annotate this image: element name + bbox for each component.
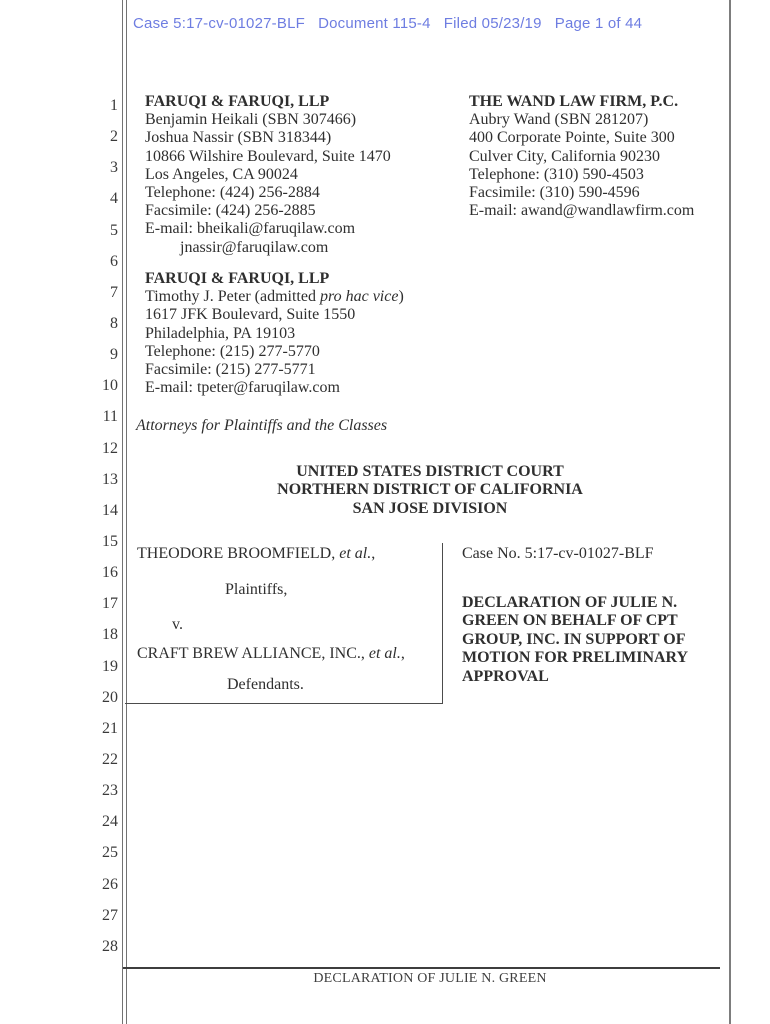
counsel-line: Facsimile: (215) 277-5771 <box>145 361 316 379</box>
court-heading: UNITED STATES DISTRICT COURT NORTHERN DI… <box>130 463 730 518</box>
counsel-line: Telephone: (310) 590-4503 <box>469 165 644 183</box>
line-number: 5 <box>110 221 118 239</box>
line-number: 9 <box>110 346 118 364</box>
line-number: 21 <box>102 719 118 737</box>
line-number: 7 <box>110 283 118 301</box>
line-number: 27 <box>102 906 118 924</box>
line-number: 4 <box>110 190 118 208</box>
firm-name: FARUQI & FARUQI, LLP <box>145 270 330 287</box>
pleading-double-rule <box>122 0 127 1024</box>
case-number: Case No. 5:17-cv-01027-BLF <box>462 545 654 562</box>
line-number: 3 <box>110 159 118 177</box>
line-number: 11 <box>102 408 118 426</box>
counsel-line: 1617 JFK Boulevard, Suite 1550 <box>145 306 356 324</box>
counsel-line: 400 Corporate Pointe, Suite 300 <box>469 129 675 147</box>
firm-name: THE WAND LAW FIRM, P.C. <box>469 93 679 110</box>
caption-divider-vertical <box>442 543 444 704</box>
defendants-label: Defendants. <box>227 676 304 693</box>
ecf-case-stamp: Case 5:17-cv-01027-BLF Document 115-4 Fi… <box>133 15 643 32</box>
counsel-line: 10866 Wilshire Boulevard, Suite 1470 <box>145 147 391 165</box>
line-number: 24 <box>102 813 118 831</box>
line-number: 2 <box>110 128 118 146</box>
plaintiffs-label: Plaintiffs, <box>225 581 288 598</box>
footer-title: DECLARATION OF JULIE N. GREEN <box>313 971 547 986</box>
counsel-line: Joshua Nassir (SBN 318344) <box>145 129 332 147</box>
line-number: 16 <box>102 564 118 582</box>
caption-defendant: CRAFT BREW ALLIANCE, INC., et al., <box>137 645 405 662</box>
et-al: et al. <box>339 545 372 562</box>
counsel-line: E-mail: tpeter@faruqilaw.com <box>145 379 340 397</box>
attorneys-for-line: Attorneys for Plaintiffs and the Classes <box>136 417 388 434</box>
counsel-block-wand: THE WAND LAW FIRM, P.C. Aubry Wand (SBN … <box>469 93 694 220</box>
court-district: NORTHERN DISTRICT OF CALIFORNIA <box>277 481 583 499</box>
caption-plaintiff: THEODORE BROOMFIELD, et al., <box>137 545 376 562</box>
document-title: DECLARATION OF JULIE N. GREEN ON BEHALF … <box>462 594 689 685</box>
line-number: 20 <box>102 688 118 706</box>
counsel-line: Facsimile: (310) 590-4596 <box>469 184 640 202</box>
counsel-line: Culver City, California 90230 <box>469 147 660 165</box>
line-number: 14 <box>102 501 118 519</box>
line-number: 22 <box>102 750 118 768</box>
counsel-line: Los Angeles, CA 90024 <box>145 165 298 183</box>
line-number: 26 <box>102 875 118 893</box>
line-number: 1 <box>110 97 118 114</box>
line-number: 8 <box>110 314 118 332</box>
counsel-line: Facsimile: (424) 256-2885 <box>145 202 316 220</box>
line-number: 10 <box>102 377 118 395</box>
counsel-line: Benjamin Heikali (SBN 307466) <box>145 111 357 129</box>
counsel-line: Telephone: (215) 277-5770 <box>145 342 320 360</box>
counsel-line: Philadelphia, PA 19103 <box>145 324 296 342</box>
court-name: UNITED STATES DISTRICT COURT <box>296 463 564 480</box>
counsel-line: jnassir@faruqilaw.com <box>180 238 329 256</box>
line-number: 25 <box>102 844 118 862</box>
counsel-line: Telephone: (424) 256-2884 <box>145 184 320 202</box>
versus-label: v. <box>172 616 183 633</box>
counsel-line: E-mail: bheikali@faruqilaw.com <box>145 220 356 238</box>
line-number: 19 <box>102 657 118 675</box>
firm-name: FARUQI & FARUQI, LLP <box>145 93 330 110</box>
caption-divider-horizontal <box>125 702 443 704</box>
line-number: 28 <box>102 937 118 955</box>
line-number: 6 <box>110 252 118 270</box>
line-number: 13 <box>102 470 118 488</box>
line-number: 23 <box>102 782 118 800</box>
counsel-block-faruqi-pa: FARUQI & FARUQI, LLP Timothy J. Peter (a… <box>145 270 404 397</box>
line-number: 15 <box>102 532 118 550</box>
counsel-line: Aubry Wand (SBN 281207) <box>469 111 649 129</box>
et-al: et al. <box>368 645 401 662</box>
counsel-line: Timothy J. Peter (admitted pro hac vice) <box>145 288 404 306</box>
line-number: 12 <box>102 439 118 457</box>
counsel-block-faruqi-la: FARUQI & FARUQI, LLP Benjamin Heikali (S… <box>145 93 391 257</box>
pleading-right-rule <box>729 0 731 1024</box>
court-division: SAN JOSE DIVISION <box>352 499 508 517</box>
line-number: 17 <box>102 595 118 613</box>
counsel-line: E-mail: awand@wandlawfirm.com <box>469 202 695 220</box>
footer-rule <box>123 967 720 969</box>
pro-hac-vice: pro hac vice <box>319 288 399 306</box>
line-number: 18 <box>102 626 118 644</box>
